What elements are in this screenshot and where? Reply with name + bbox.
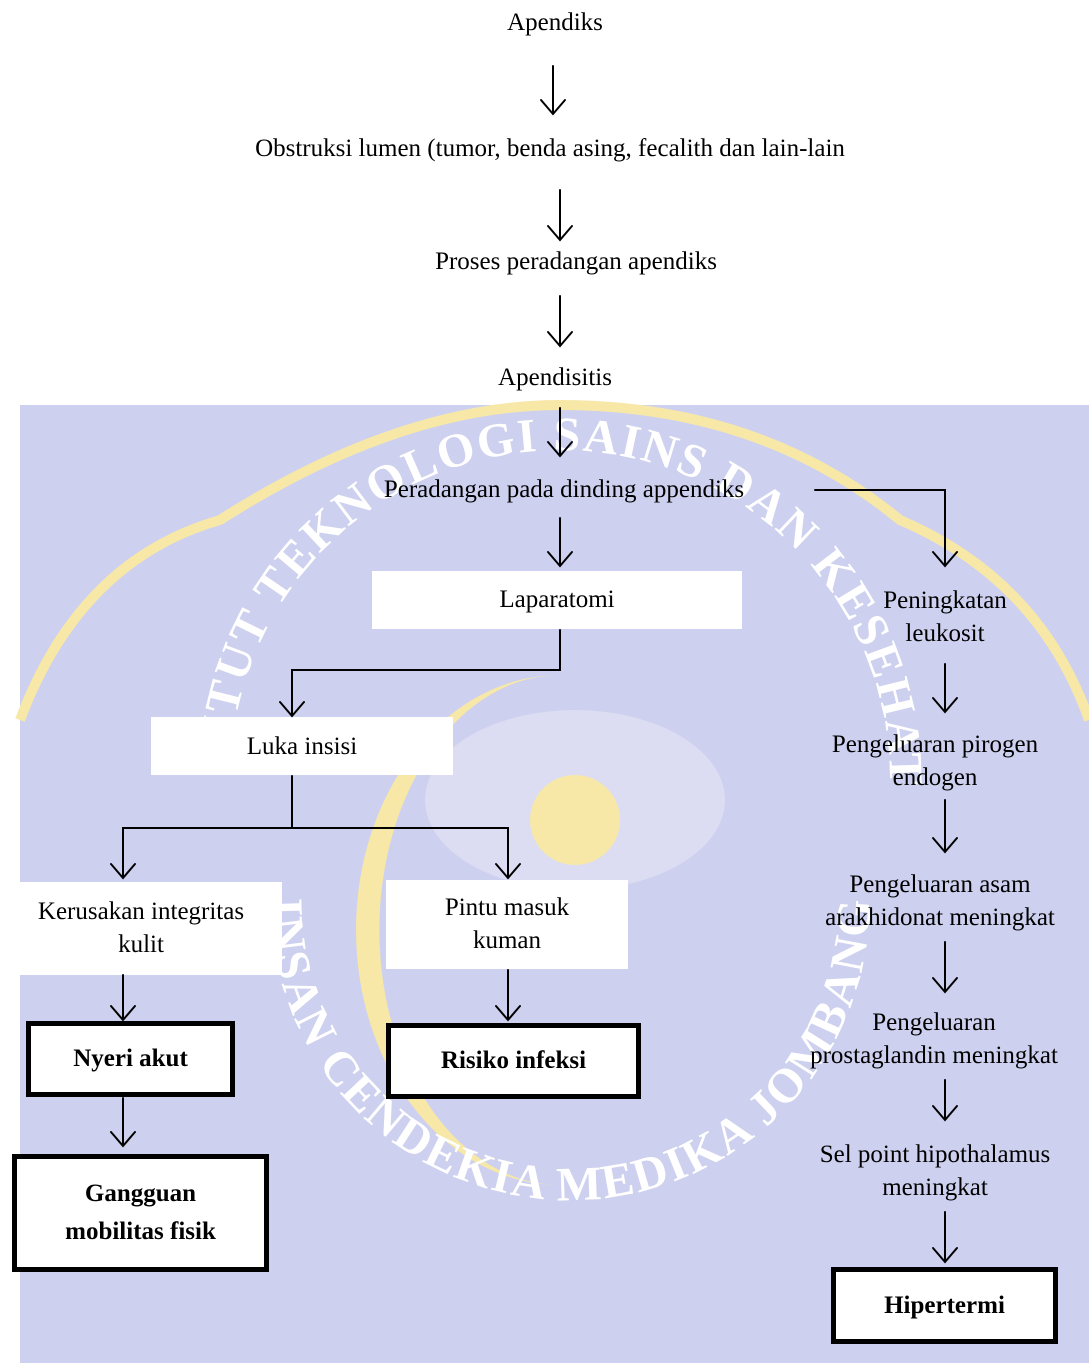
diagnosis-risiko-infeksi: Risiko infeksi [386,1023,641,1099]
diagnosis-gangguan-mobilitas: Gangguan mobilitas fisik [12,1154,269,1272]
node-apendisitis: Apendisitis [498,364,612,391]
node-asam: Pengeluaran asam arakhidonat meningkat [825,871,1055,931]
pintu-masuk-box [386,880,628,969]
node-peradangan-dinding: Peradangan pada dinding appendiks [383,476,745,503]
node-pirogen: Pengeluaran pirogen endogen [831,731,1039,791]
node-pintu-masuk: Pintu masuk kuman [444,894,570,954]
laparatomi-box [372,571,742,629]
node-obstruksi: Obstruksi lumen (tumor, benda asing, fec… [255,135,845,162]
diagnosis-nyeri-akut: Nyeri akut [26,1021,235,1097]
node-luka-insisi: Luka insisi [246,733,358,760]
luka-insisi-box [151,717,453,775]
node-peningkatan-leukosit: Peningkatan leukosit [883,587,1007,647]
node-kerusakan: Kerusakan integritas kulit [37,898,245,958]
atom-icon [530,775,620,865]
node-laparatomi: Laparatomi [499,586,615,613]
kerusakan-box [0,882,282,975]
node-sel-point: Sel point hipothalamus meningkat [819,1141,1051,1201]
node-prostaglandin: Pengeluaran prostaglandin meningkat [810,1009,1058,1069]
diagnosis-hipertermi: Hipertermi [831,1267,1058,1344]
node-apendiks: Apendiks [507,9,603,36]
node-proses: Proses peradangan apendiks [435,248,717,275]
seal-border [15,399,1089,722]
